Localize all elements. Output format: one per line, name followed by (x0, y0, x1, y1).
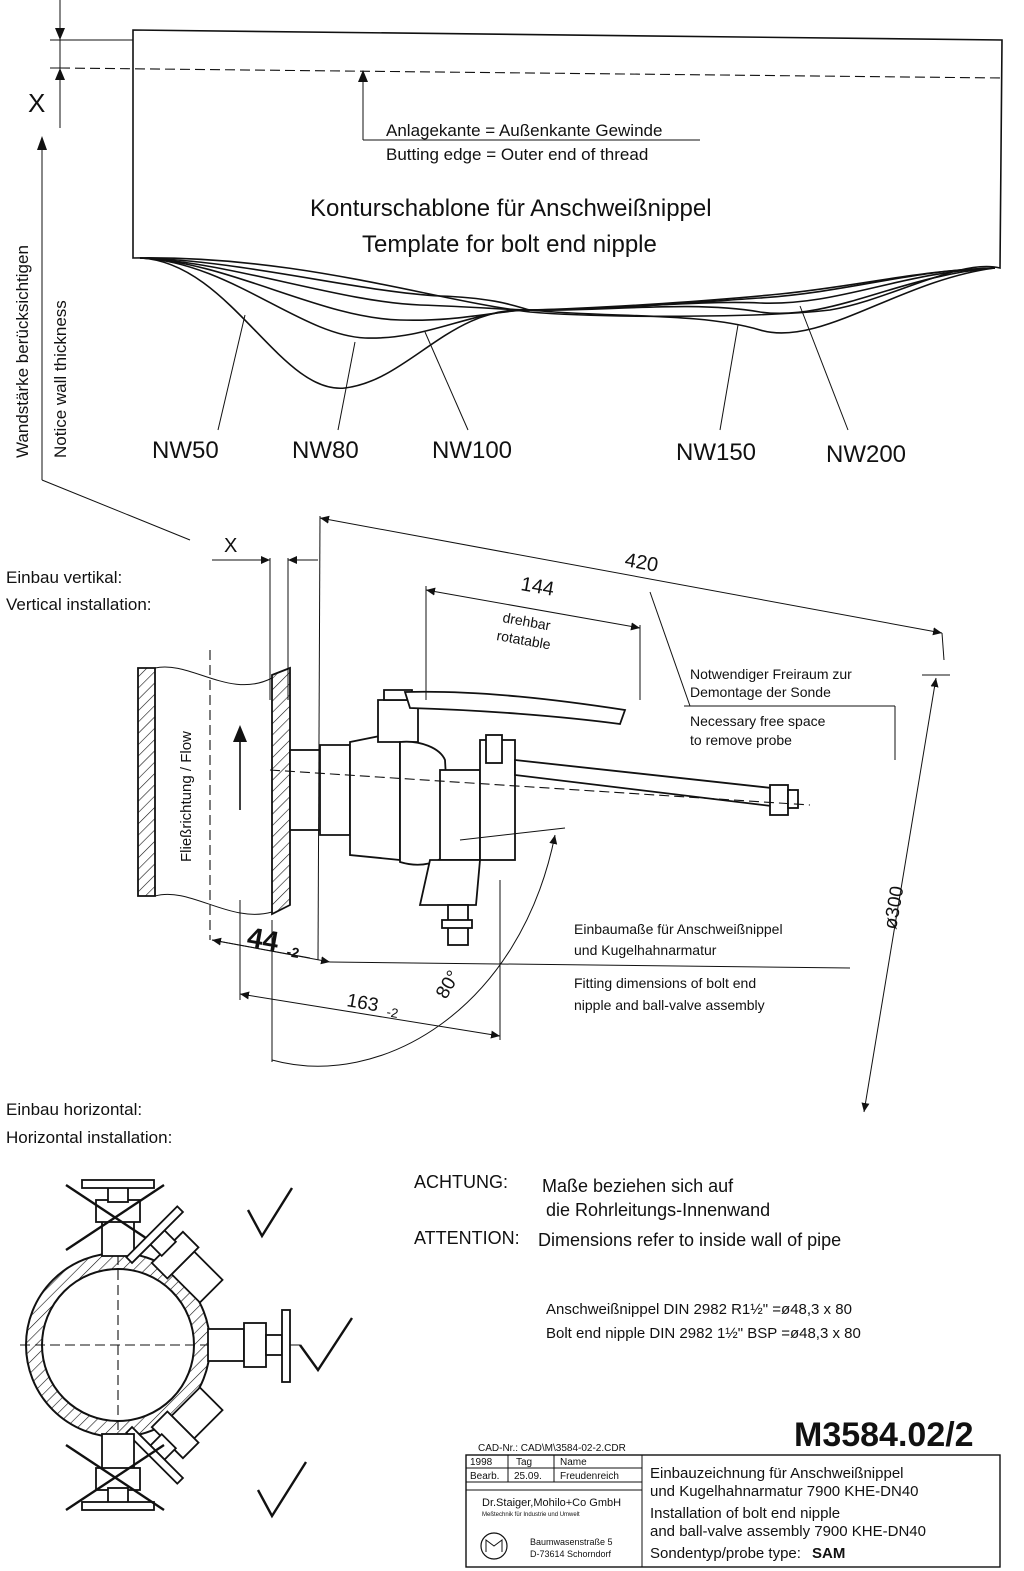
tb-street: Baumwasenstraße 5 (530, 1537, 613, 1547)
tb-year: 1998 (470, 1457, 493, 1468)
nw80-label: NW80 (292, 437, 359, 464)
dim-420: 420 (623, 549, 660, 576)
checkmark-icon (246, 1187, 294, 1239)
vertical-heading-en: Vertical installation: (6, 595, 152, 614)
checkmark-icon-3 (256, 1461, 308, 1519)
wall-thickness-label-en: Notice wall thickness (51, 300, 70, 458)
fitting-en-1: Fitting dimensions of bolt end (574, 975, 756, 991)
valve-handle (403, 690, 627, 725)
tb-col-name: Name (560, 1457, 587, 1468)
nw50-label: NW50 (152, 437, 219, 464)
tb-company: Dr.Staiger,Mohilo+Co GmbH (482, 1497, 621, 1509)
angle-80: 80° (432, 967, 465, 1002)
dim-44-tolerance: -2 (285, 943, 300, 961)
tb-desc-de-1: Einbauzeichnung für Anschweißnippel (650, 1465, 904, 1482)
fitting-bottom-wrong (65, 1433, 165, 1512)
nipple-spec-de: Anschweißnippel DIN 2982 R1½" =ø48,3 x 8… (546, 1301, 852, 1318)
vertical-installation: Einbau vertikal: Vertical installation: … (6, 515, 950, 1113)
nw200-label: NW200 (826, 441, 906, 468)
attention-en: Dimensions refer to inside wall of pipe (538, 1230, 841, 1250)
dim-163: 163 (345, 990, 380, 1016)
free-space-en-1: Necessary free space (690, 713, 826, 729)
butting-edge-label-en: Butting edge = Outer end of thread (386, 145, 648, 164)
dim-144: 144 (519, 573, 556, 600)
drawing-number: M3584.02/2 (794, 1416, 974, 1454)
company-logo-icon (480, 1532, 508, 1560)
title-block: M3584.02/2 CAD-Nr.: CAD\M\3584-02-2.CDR … (465, 1416, 1001, 1568)
attention-de-label: ACHTUNG: (414, 1172, 508, 1192)
free-space-en-2: to remove probe (690, 732, 792, 748)
fitting-right-ok (207, 1309, 291, 1383)
attention-de-1: Maße beziehen sich auf (542, 1176, 734, 1196)
free-space-de-1: Notwendiger Freiraum zur (690, 666, 852, 682)
vertical-heading-de: Einbau vertikal: (6, 568, 122, 587)
fitting-upper-right-ok (125, 1205, 224, 1304)
butting-edge-line (59, 67, 1003, 79)
cad-number: CAD-Nr.: CAD\M\3584-02-2.CDR (478, 1443, 626, 1454)
template-x-label: X (28, 88, 45, 118)
free-space-de-2: Demontage der Sonde (690, 684, 831, 700)
horizontal-heading-en: Horizontal installation: (6, 1128, 172, 1147)
attention-en-label: ATTENTION: (414, 1228, 520, 1248)
tb-probe-label: Sondentyp/probe type: (650, 1545, 801, 1562)
contour-template: X Anlagekante = Außenkante Gewinde Butti… (13, 0, 1003, 541)
tb-date: 25.09. (514, 1471, 542, 1482)
nw150-label: NW150 (676, 439, 756, 466)
tb-probe-value: SAM (812, 1545, 845, 1562)
dim-44: 44 (245, 921, 281, 957)
fitting-de-2: und Kugelhahnarmatur (574, 942, 717, 958)
tb-col-day: Tag (516, 1457, 532, 1468)
vertical-x-label: X (224, 535, 237, 557)
tb-desc-en-2: and ball-valve assembly 7900 KHE-DN40 (650, 1523, 926, 1540)
butting-edge-label-de: Anlagekante = Außenkante Gewinde (386, 121, 662, 140)
horizontal-heading-de: Einbau horizontal: (6, 1100, 142, 1119)
fitting-de-1: Einbaumaße für Anschweißnippel (574, 921, 783, 937)
dim-163-tolerance: -2 (385, 1004, 399, 1021)
wall-thickness-label-de: Wandstärke berücksichtigen (13, 245, 32, 458)
tb-city: D-73614 Schorndorf (530, 1549, 612, 1559)
template-title-de: Konturschablone für Anschweißnippel (310, 195, 712, 222)
probe-rod (514, 758, 791, 810)
attention-notes: ACHTUNG: Maße beziehen sich auf die Rohr… (414, 1172, 861, 1342)
tb-desc-en-1: Installation of bolt end nipple (650, 1505, 840, 1522)
checkmark-icon-2 (299, 1317, 354, 1373)
attention-de-2: die Rohrleitungs-Innenwand (546, 1200, 770, 1220)
tb-desc-de-2: und Kugelhahnarmatur 7900 KHE-DN40 (650, 1483, 919, 1500)
flow-label: Fließrichtung / Flow (178, 731, 195, 862)
tb-name: Freudenreich (560, 1471, 619, 1482)
tb-row-label: Bearb. (470, 1471, 499, 1482)
tb-company-sub: Meßtechnik für Industrie und Umwelt (482, 1512, 580, 1518)
fitting-en-2: nipple and ball-valve assembly (574, 997, 765, 1013)
template-title-en: Template for bolt end nipple (362, 231, 657, 258)
nw100-label: NW100 (432, 437, 512, 464)
horizontal-installation: Einbau horizontal: Horizontal installati… (6, 1100, 354, 1519)
nipple-spec-en: Bolt end nipple DIN 2982 1½" BSP =ø48,3 … (546, 1325, 861, 1342)
dim-diameter-300: ø300 (880, 885, 908, 931)
